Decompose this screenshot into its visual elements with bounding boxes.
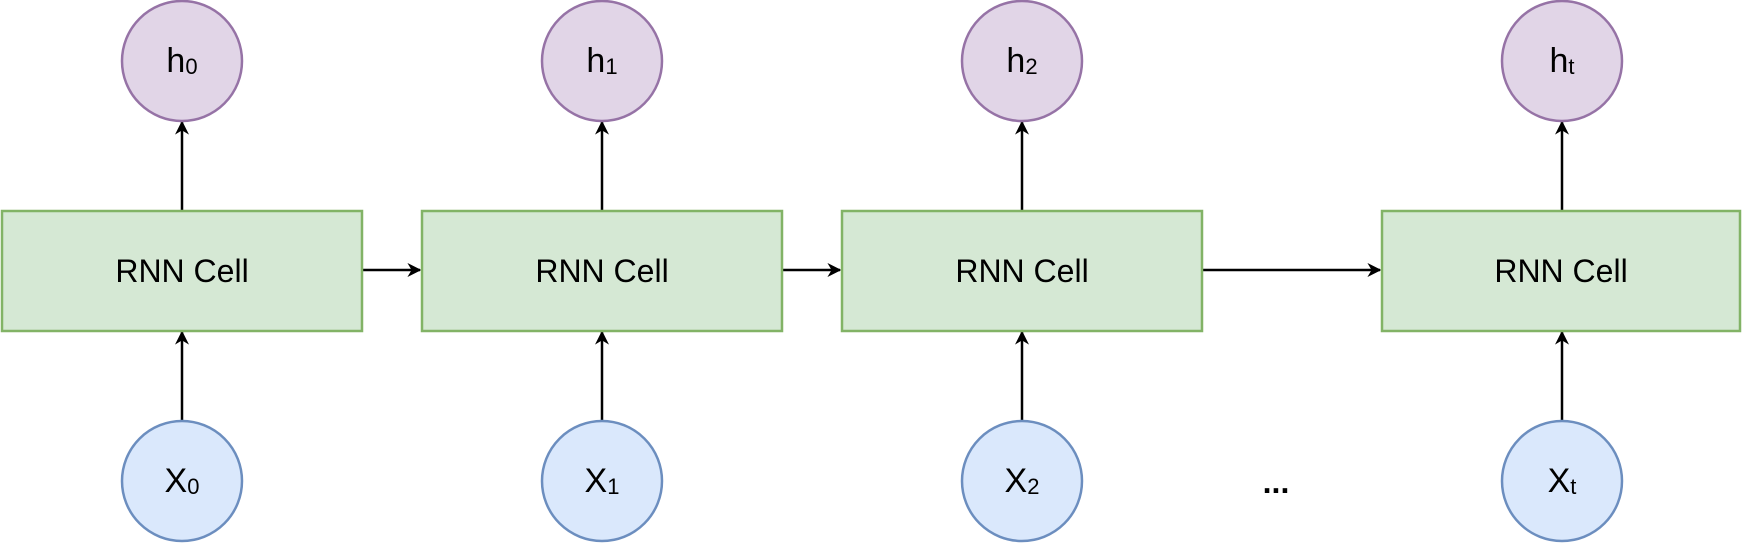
timestep-2: RNN Cell h2 X2 <box>840 0 1204 543</box>
input-node-1 <box>540 419 664 543</box>
output-node-0-label: h0 <box>166 42 197 80</box>
output-node-1-label: h1 <box>586 42 617 80</box>
rnn-cell-2-label: RNN Cell <box>955 253 1088 289</box>
rnn-cell-0-label: RNN Cell <box>115 253 248 289</box>
output-node-0 <box>120 0 244 123</box>
output-node-t <box>1500 0 1624 123</box>
output-node-2 <box>960 0 1084 123</box>
rnn-cell-1-label: RNN Cell <box>535 253 668 289</box>
input-node-t-label: Xt <box>1548 462 1577 500</box>
output-node-2-label: h2 <box>1006 42 1037 80</box>
input-node-2 <box>960 419 1084 543</box>
input-node-1-label: X1 <box>585 462 620 500</box>
input-node-0 <box>120 419 244 543</box>
rnn-cell-1 <box>420 209 784 333</box>
output-node-1 <box>540 0 664 123</box>
input-node-2-label: X2 <box>1005 462 1040 500</box>
rnn-cell-0 <box>0 209 364 333</box>
input-node-t <box>1500 419 1624 543</box>
rnn-cell-t-label: RNN Cell <box>1494 253 1627 289</box>
rnn-cell-2 <box>840 209 1204 333</box>
timestep-0: RNN Cell h0 X0 <box>0 0 364 543</box>
ellipsis-label: ... <box>1263 464 1290 500</box>
input-node-0-label: X0 <box>165 462 200 500</box>
timestep-1: RNN Cell h1 X1 <box>420 0 784 543</box>
output-node-t-label: ht <box>1549 42 1574 80</box>
rnn-cell-t <box>1380 209 1742 333</box>
timestep-t: RNN Cell ht Xt <box>1380 0 1742 543</box>
